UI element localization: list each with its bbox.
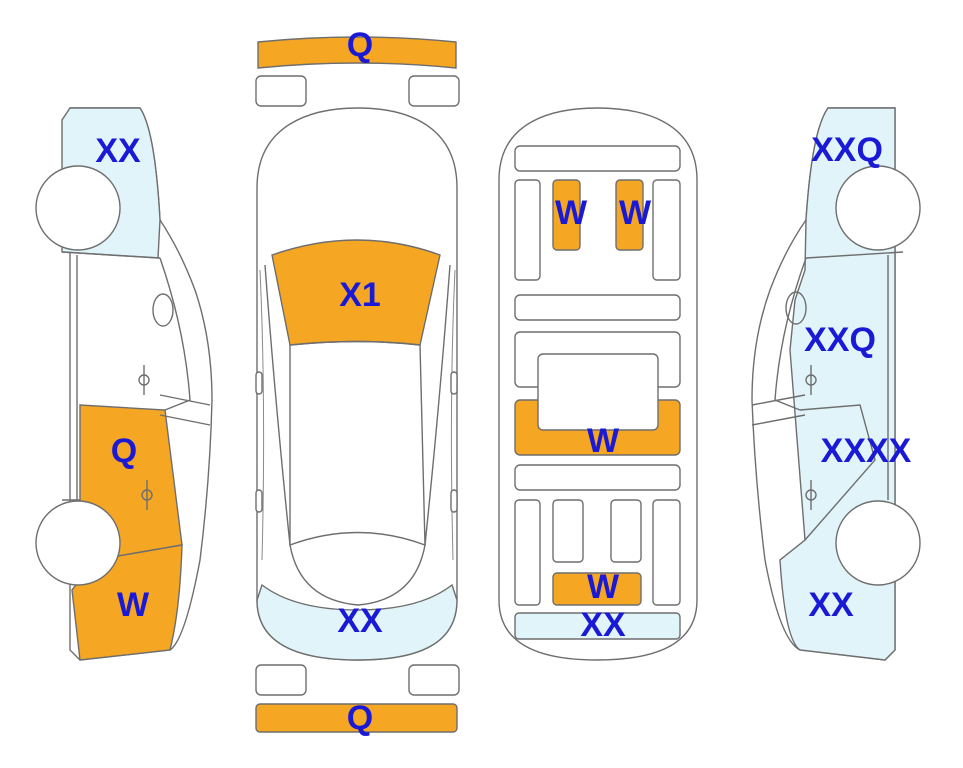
rear-left-wheel-box (255, 664, 307, 696)
front-seat-right-label: W (619, 194, 652, 232)
left-front-fender-label: XX (95, 132, 141, 170)
rear-sill-label: XX (580, 606, 626, 644)
rear-bumper-label: Q (347, 699, 373, 737)
left-side-car (35, 107, 213, 661)
right-front-wheel (835, 165, 921, 251)
rear-panel-label: XX (337, 602, 383, 640)
left-rear-wheel (35, 500, 121, 586)
left-rear-door-label: Q (111, 432, 137, 470)
right-rear-quarter-label: XX (808, 586, 854, 624)
front-left-wheel-box (255, 75, 307, 107)
right-rear-wheel (835, 500, 921, 586)
rear-panel-part[interactable] (256, 583, 458, 661)
trunk-panel-label: W (587, 568, 620, 606)
left-front-wheel (35, 165, 121, 251)
top-view-car (255, 107, 458, 661)
rear-bumper-part[interactable] (255, 703, 458, 733)
rear-seat-bar-label: W (587, 422, 620, 460)
rear-right-wheel-box (408, 664, 460, 696)
trunk-panel-part[interactable] (552, 572, 642, 606)
right-side-car (751, 107, 921, 661)
rear-sill-part[interactable] (514, 612, 681, 640)
front-bumper-part[interactable] (257, 36, 457, 69)
front-seat-left-label: W (555, 194, 588, 232)
front-bumper-label: Q (347, 26, 373, 64)
right-front-fender-label: XXQ (811, 131, 883, 169)
windshield-label: X1 (339, 276, 381, 314)
front-seat-left-part[interactable] (552, 179, 581, 251)
right-rear-door-label: XXXX (821, 432, 912, 470)
right-front-door-label: XXQ (804, 321, 876, 359)
interior-view-car (498, 107, 698, 661)
front-right-wheel-box (408, 75, 460, 107)
front-seat-right-part[interactable] (615, 179, 644, 251)
left-rear-quarter-label: W (117, 586, 150, 624)
